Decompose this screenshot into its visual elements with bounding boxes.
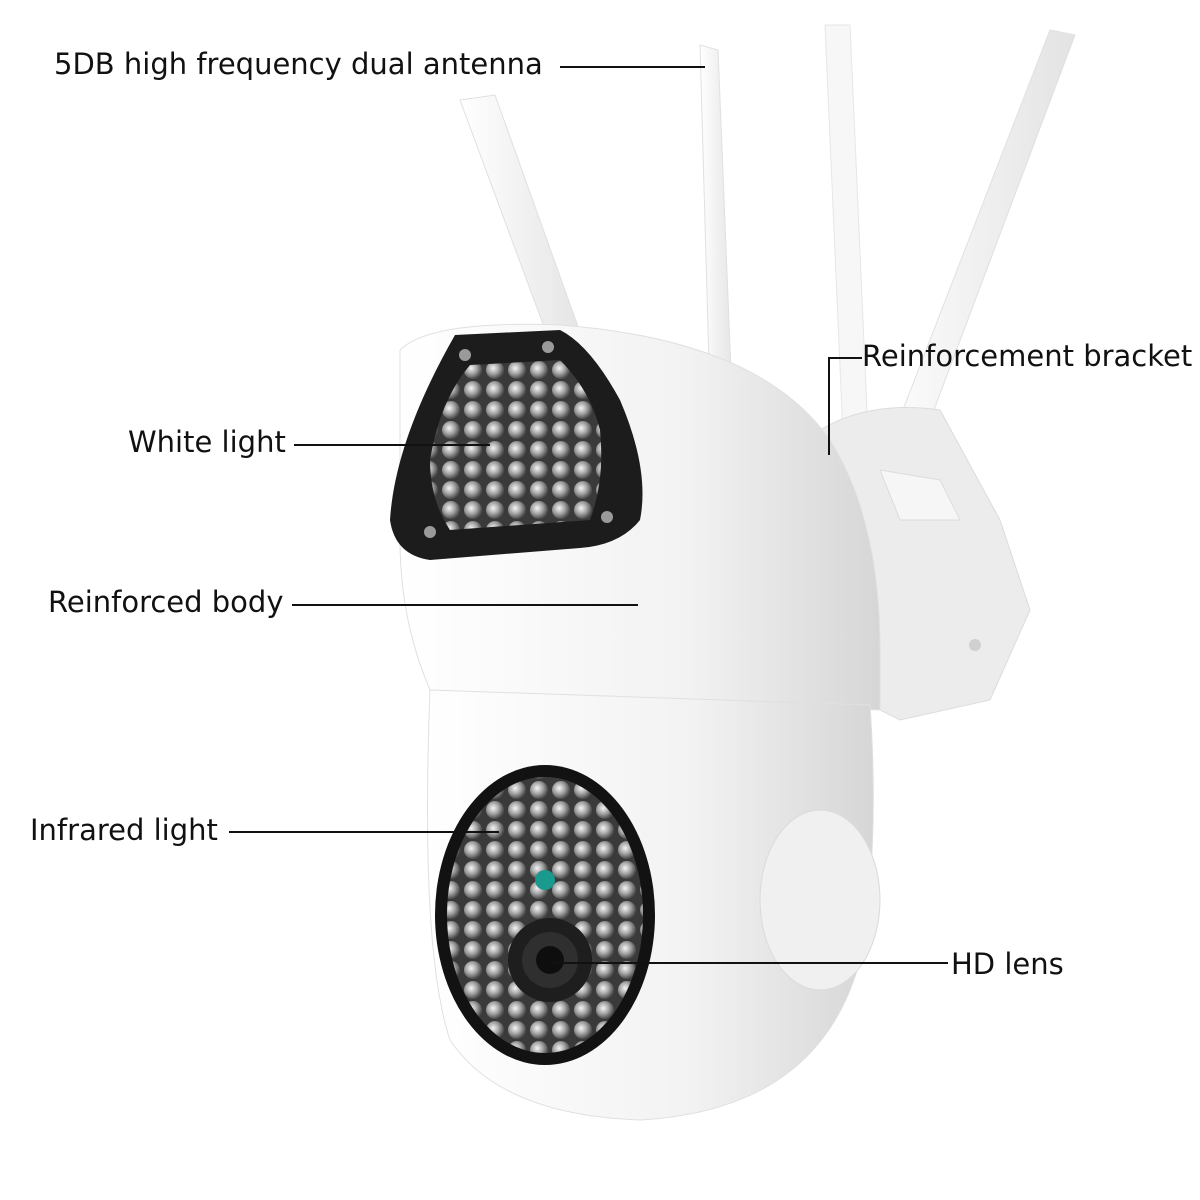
antenna-label: 5DB high frequency dual antenna bbox=[54, 47, 543, 81]
bracket-label: Reinforcement bracket bbox=[862, 339, 1193, 373]
lens-label: HD lens bbox=[951, 947, 1064, 981]
body-leader-line bbox=[292, 604, 638, 606]
bracket-leader-line-h bbox=[828, 357, 862, 359]
bracket-leader-line-v bbox=[828, 357, 830, 455]
white-light-panel bbox=[390, 330, 643, 560]
antenna-leader-line bbox=[560, 66, 705, 68]
body-label: Reinforced body bbox=[48, 585, 284, 619]
white-light-leader-line bbox=[294, 444, 490, 446]
lens-leader-line bbox=[550, 962, 948, 964]
white-light-label: White light bbox=[128, 425, 286, 459]
antenna-group bbox=[459, 24, 1076, 501]
infrared-panel bbox=[435, 765, 655, 1065]
infrared-label: Infrared light bbox=[30, 813, 218, 847]
infrared-leader-line bbox=[229, 831, 499, 833]
